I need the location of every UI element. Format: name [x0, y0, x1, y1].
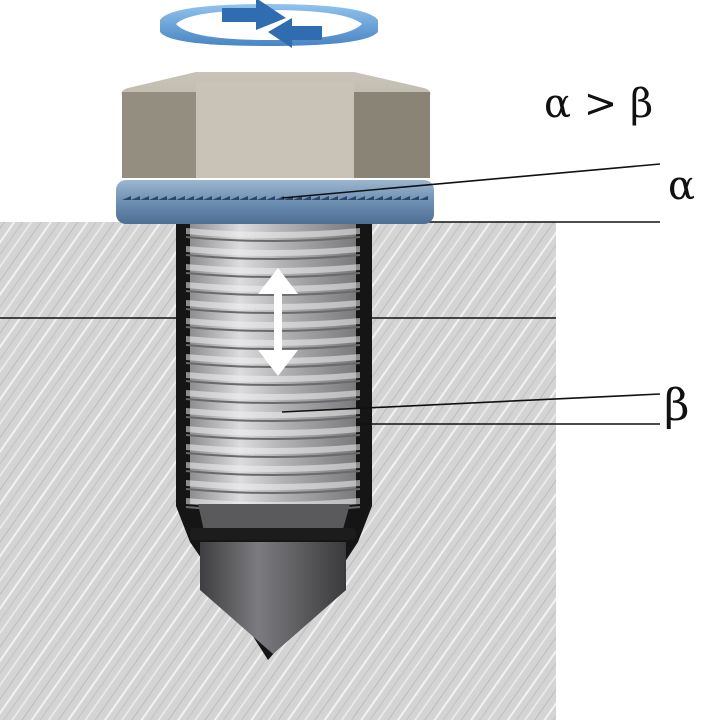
head-front-flat [196, 82, 354, 178]
alpha-leader [281, 163, 661, 199]
washer-teeth [122, 196, 428, 200]
washer-tooth [275, 196, 284, 200]
thread-groove [185, 398, 361, 404]
washer-tooth [257, 196, 266, 200]
thread-groove [185, 344, 361, 350]
thread-ridge [186, 390, 360, 400]
leader-lines [281, 163, 661, 425]
washer-tooth [176, 196, 185, 200]
thread-groove [185, 452, 361, 458]
thread-groove [185, 380, 361, 386]
washer-tooth [365, 196, 374, 200]
oring [190, 528, 356, 540]
head-left-flat [122, 92, 196, 178]
thread-ridge [186, 480, 360, 490]
washer-tooth [239, 196, 248, 200]
circular-arrow-icon [160, 0, 378, 48]
thread-groove [185, 416, 361, 422]
washer-tooth [131, 196, 140, 200]
beta-label: β [664, 380, 690, 431]
washer-tooth [266, 196, 275, 200]
thread-groove [185, 290, 361, 296]
washer-tooth [383, 196, 392, 200]
thread-ridge [186, 228, 360, 238]
thread-groove [185, 254, 361, 260]
thread-groove [185, 488, 361, 494]
thread-ridge [186, 318, 360, 328]
washer-tooth [122, 196, 131, 200]
thread-groove [185, 308, 361, 314]
washer-tooth [392, 196, 401, 200]
washer-tooth [167, 196, 176, 200]
thread-ridge [186, 408, 360, 418]
thread-ridge [186, 246, 360, 256]
washer-tooth [338, 196, 347, 200]
washer-tooth [419, 196, 428, 200]
bolt-tip-body [200, 542, 346, 590]
washer-tooth [356, 196, 365, 200]
thread-ridge [186, 444, 360, 454]
alpha-label: α [668, 163, 696, 209]
relation-label: α > β [544, 81, 654, 127]
washer-tooth [302, 196, 311, 200]
washer-tooth [221, 196, 230, 200]
washer-tooth [401, 196, 410, 200]
thread-ridge [186, 426, 360, 436]
thread-ridge [186, 336, 360, 346]
washer-tooth [248, 196, 257, 200]
washer-tooth [311, 196, 320, 200]
thread-ridge [186, 372, 360, 382]
washer-tooth [158, 196, 167, 200]
thread-ridge [186, 300, 360, 310]
bolt-tip-cone [200, 590, 346, 654]
thread-groove [185, 326, 361, 332]
beta-leader-upper [281, 393, 661, 413]
double-arrow-icon [258, 268, 298, 376]
bolt-threads [185, 228, 361, 512]
thread-groove [185, 434, 361, 440]
thread-groove [185, 236, 361, 242]
washer-tooth [374, 196, 383, 200]
washer-tooth [194, 196, 203, 200]
washer-tooth [203, 196, 212, 200]
washer-tooth [212, 196, 221, 200]
washer-tooth [320, 196, 329, 200]
washer-tooth [140, 196, 149, 200]
head-right-flat [354, 92, 430, 178]
washer-body [116, 180, 434, 224]
washer-tooth [410, 196, 419, 200]
washer-tooth [347, 196, 356, 200]
thread-ridge [186, 264, 360, 274]
washer-tooth [185, 196, 194, 200]
washer-tooth [149, 196, 158, 200]
hex-head [121, 72, 431, 178]
washer-tooth [329, 196, 338, 200]
wedge-lock-washer [116, 180, 434, 224]
thread-groove [185, 470, 361, 476]
washer-tooth [230, 196, 239, 200]
thread-ridge [186, 462, 360, 472]
